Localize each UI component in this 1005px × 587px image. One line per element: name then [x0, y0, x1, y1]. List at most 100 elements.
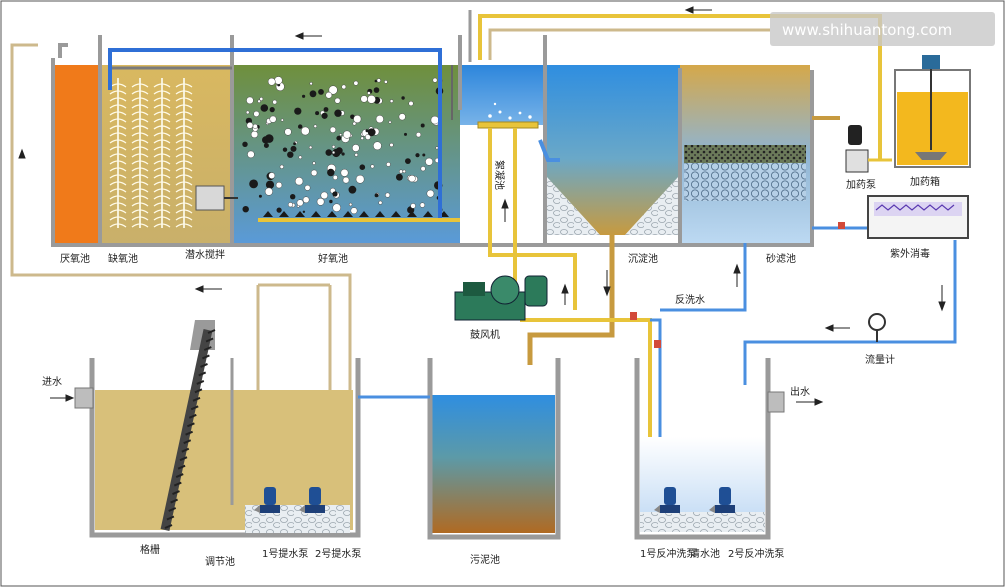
- fiber-strand: [175, 139, 193, 144]
- uv-valve: [838, 222, 845, 229]
- bio-media: [293, 142, 296, 146]
- bio-media: [250, 130, 259, 139]
- fiber-strand: [175, 174, 193, 179]
- bio-media: [310, 169, 318, 177]
- label-uv-sterilizer: 紫外消毒: [890, 247, 930, 260]
- label-backwash-water: 反洗水: [675, 294, 705, 306]
- blower-motor: [463, 282, 485, 296]
- label-backwash-pump-1: 1号反冲洗泵: [640, 547, 696, 560]
- bio-media: [331, 145, 336, 149]
- fiber-strand: [153, 167, 171, 172]
- recirculation-pipe: [10, 43, 352, 513]
- pump-base: [305, 505, 325, 513]
- bio-media: [242, 141, 248, 147]
- sedimentation-stones-left: [545, 175, 600, 235]
- grille-tooth: [175, 473, 184, 479]
- bio-media: [320, 191, 329, 200]
- bio-media: [360, 136, 364, 140]
- clean-water-pipe: [743, 240, 957, 385]
- fiber-strand: [153, 223, 171, 228]
- fiber-strand: [175, 195, 193, 200]
- fiber-strand: [109, 125, 127, 130]
- bio-media: [325, 149, 333, 156]
- label-outlet: 出水: [790, 385, 810, 398]
- label-aerobic-tank: 好氧池: [318, 252, 348, 265]
- bio-media: [340, 168, 349, 177]
- grille-tooth: [207, 329, 216, 334]
- fiber-strand: [175, 160, 193, 165]
- fiber-strand: [131, 181, 149, 186]
- fiber-strand: [131, 167, 149, 172]
- bio-media: [342, 176, 350, 184]
- label-lift-pump-2: 2号提水泵: [315, 548, 361, 560]
- coag-dosing-bar: [477, 121, 539, 129]
- bio-media: [328, 85, 338, 95]
- bio-media: [302, 196, 310, 204]
- fiber-strand: [153, 202, 171, 207]
- submersible-mixer: [195, 185, 225, 211]
- fiber-strand: [175, 83, 193, 88]
- fiber-strand: [153, 118, 171, 123]
- fiber-strand: [131, 111, 149, 116]
- bio-media: [294, 177, 304, 186]
- bio-media: [332, 203, 341, 212]
- grille-tooth: [187, 422, 195, 428]
- bio-media: [386, 162, 391, 167]
- fiber-strand: [153, 160, 171, 165]
- bio-media: [332, 191, 338, 197]
- fiber-strand: [153, 188, 171, 193]
- fiber-strand: [109, 223, 127, 228]
- dosing-pump-motor: [848, 125, 862, 145]
- bio-media: [247, 150, 255, 159]
- grille-teeth: [160, 329, 216, 531]
- bio-media: [257, 99, 261, 104]
- fiber-strand: [153, 146, 171, 151]
- diffuser-head: [407, 211, 417, 217]
- fiber-strand: [109, 160, 127, 165]
- bio-media-group: [242, 76, 444, 215]
- fiber-strand: [153, 216, 171, 221]
- fiber-strand: [109, 174, 127, 179]
- bio-media: [419, 202, 426, 208]
- fiber-strand: [131, 125, 149, 130]
- bio-media: [378, 200, 383, 205]
- fiber-strand: [131, 146, 149, 151]
- bio-media: [315, 111, 320, 116]
- bio-media: [404, 132, 407, 136]
- bio-media: [405, 158, 411, 165]
- label-coagulation-tank: 絮凝池: [493, 160, 506, 190]
- coagulation-tank-fill: [460, 65, 545, 125]
- bio-media: [242, 206, 249, 213]
- return-sludge-pipe: [108, 48, 442, 218]
- bio-media: [367, 94, 376, 104]
- pump-motor: [664, 487, 676, 505]
- bio-media: [265, 180, 275, 189]
- fiber-strand: [109, 216, 127, 221]
- fiber-media-group: [109, 78, 193, 228]
- aux-feed-pipe: [488, 28, 770, 60]
- fiber-strand: [175, 223, 193, 228]
- grille-tooth: [164, 524, 173, 529]
- bio-media: [389, 99, 394, 103]
- fiber-strand: [153, 174, 171, 179]
- diffuser-head: [327, 211, 337, 217]
- flowmeter: [868, 313, 886, 331]
- bio-media: [287, 151, 294, 158]
- fiber-strand: [175, 104, 193, 109]
- bio-media: [312, 161, 316, 165]
- bio-media: [275, 181, 283, 189]
- bio-media: [262, 136, 270, 144]
- pump-motor: [264, 487, 276, 505]
- sedimentation-stones-right: [625, 175, 680, 235]
- diffuser-head: [343, 211, 353, 217]
- label-regulating-tank: 调节池: [205, 555, 235, 568]
- bio-media: [280, 118, 284, 122]
- backwash-valve-2: [654, 340, 661, 348]
- bio-media: [274, 76, 283, 85]
- bio-media: [376, 78, 381, 83]
- bio-media: [426, 189, 435, 198]
- grille-tooth: [205, 337, 214, 343]
- bio-media: [359, 164, 366, 170]
- bio-media: [367, 128, 376, 137]
